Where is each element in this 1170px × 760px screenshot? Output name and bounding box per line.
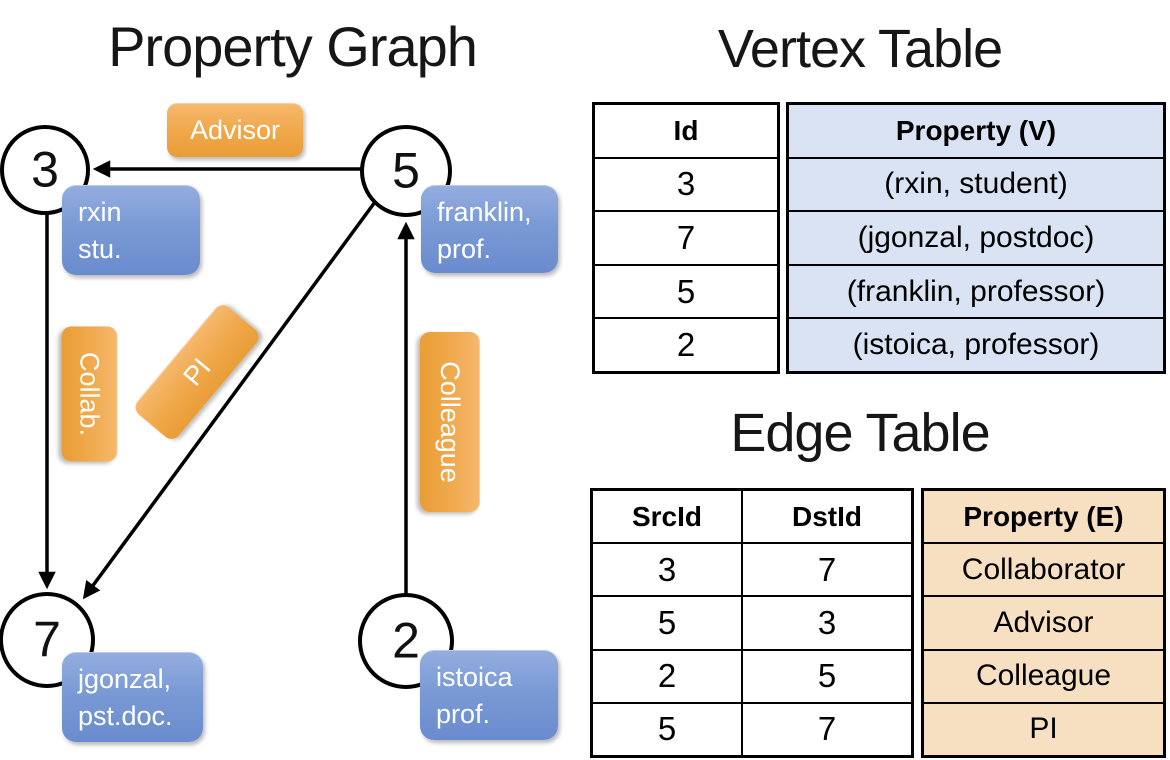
vertex-table-id-column: Id 3 7 5 2 bbox=[592, 102, 780, 374]
node-2-id: 2 bbox=[392, 612, 420, 669]
node-5-property-box: franklin, prof. bbox=[421, 185, 558, 273]
node-7-property-box: jgonzal, pst.doc. bbox=[62, 652, 203, 742]
edge-row-ids: 5 7 bbox=[593, 701, 911, 756]
node-7-id: 7 bbox=[33, 611, 61, 668]
node-2-property-line2: prof. bbox=[436, 699, 491, 729]
edge-row-property: Collaborator bbox=[924, 542, 1163, 595]
edge-5-to-7-pi bbox=[82, 200, 377, 600]
edge-row-property: Advisor bbox=[924, 595, 1163, 648]
edge-row-property: Colleague bbox=[924, 648, 1163, 702]
edge-label-colleague: Colleague bbox=[420, 332, 480, 512]
edge-row-ids: 2 5 bbox=[593, 648, 911, 702]
vertex-table-property-column: Property (V) (rxin, student) (jgonzal, p… bbox=[786, 102, 1166, 374]
vertex-property-header: Property (V) bbox=[895, 114, 1057, 146]
edge-dstid-header: DstId bbox=[741, 491, 911, 543]
vertex-row-property: (jgonzal, postdoc) bbox=[789, 210, 1163, 264]
vertex-row-id: 7 bbox=[595, 210, 777, 264]
vertex-id-header: Id bbox=[673, 114, 699, 146]
node-7-property-line2: pst.doc. bbox=[78, 701, 173, 731]
node-2-property-line1: istoica bbox=[436, 662, 513, 692]
edge-row-ids: 5 3 bbox=[593, 595, 911, 649]
vertex-table-title: Vertex Table bbox=[717, 19, 1003, 79]
node-5-property-line2: prof. bbox=[437, 234, 492, 264]
edge-label-collab: Collab. bbox=[61, 326, 118, 462]
node-3-property-line1: rxin bbox=[78, 197, 122, 227]
vertex-row-id: 2 bbox=[595, 317, 777, 371]
vertex-row-id: 3 bbox=[595, 156, 777, 211]
edge-label-advisor: Advisor bbox=[167, 103, 303, 157]
edge-id-headers: SrcId DstId bbox=[593, 491, 911, 543]
edge-srcid-header: SrcId bbox=[631, 500, 703, 532]
edge-table-title: Edge Table bbox=[730, 403, 990, 463]
edge-property-header: Property (E) bbox=[963, 500, 1124, 532]
vertex-row-property: (franklin, professor) bbox=[789, 263, 1163, 318]
node-7-property-line1: jgonzal, bbox=[78, 664, 172, 694]
node-5-id: 5 bbox=[392, 142, 420, 199]
edge-table-id-columns: SrcId DstId 3 7 5 3 2 5 5 7 bbox=[590, 488, 914, 758]
edge-table-property-column: Property (E) Collaborator Advisor Collea… bbox=[921, 488, 1166, 758]
edge-row-property: PI bbox=[924, 701, 1163, 755]
node-3-property-box: rxin stu. bbox=[62, 185, 200, 275]
vertex-row-id: 5 bbox=[595, 263, 777, 318]
edge-row-ids: 3 7 bbox=[593, 542, 911, 596]
property-graph-title: Property Graph bbox=[108, 15, 478, 78]
node-3-id: 3 bbox=[31, 141, 59, 198]
vertex-row-property: (rxin, student) bbox=[789, 156, 1163, 211]
node-5-property-line1: franklin, bbox=[437, 197, 532, 227]
vertex-row-property: (istoica, professor) bbox=[789, 317, 1163, 371]
node-3-property-line2: stu. bbox=[78, 234, 122, 264]
node-2-property-box: istoica prof. bbox=[420, 650, 558, 740]
